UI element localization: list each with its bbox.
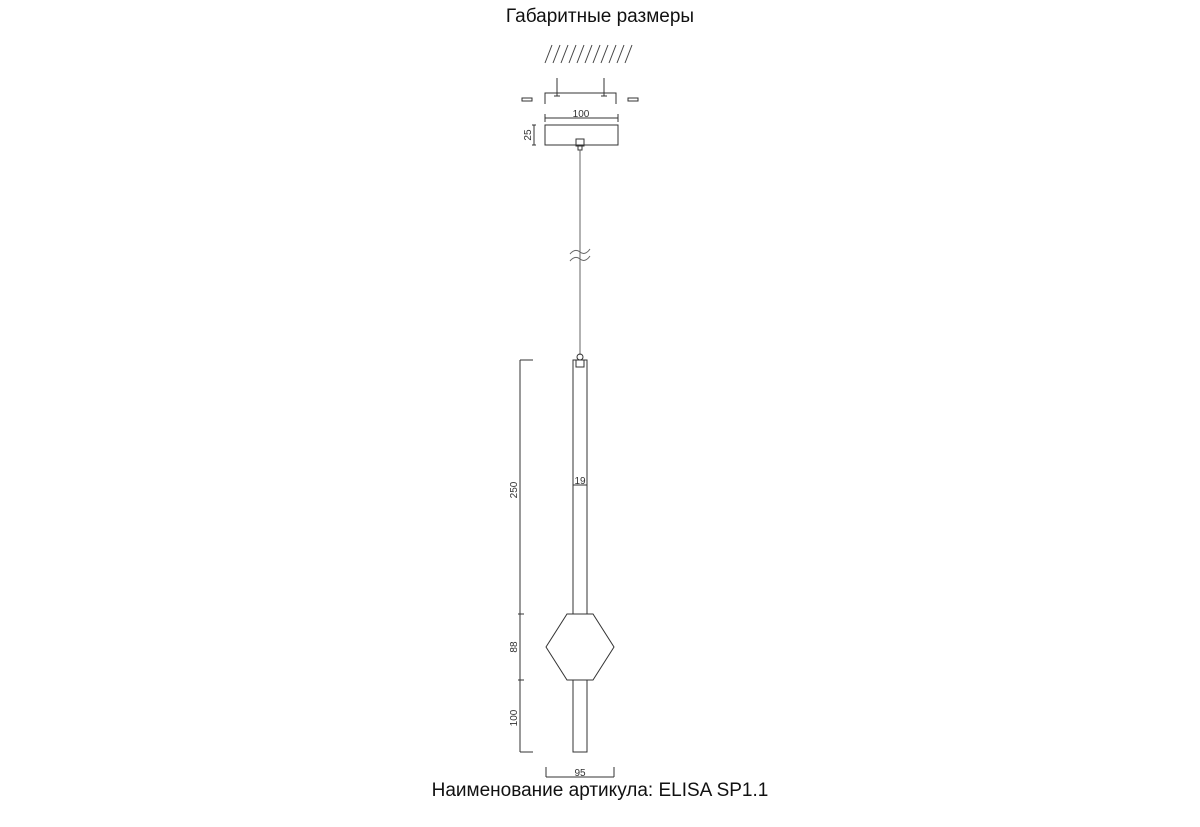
- hexagonal-shade: [545, 613, 615, 681]
- ceiling-hatch: [544, 44, 633, 64]
- canopy-height-label: 25: [523, 129, 534, 141]
- lower-rod: [572, 679, 588, 753]
- canopy-width-label: 100: [573, 109, 590, 120]
- upper-rod-length-label: 250: [509, 481, 520, 498]
- drawing-title: Габаритные размеры: [505, 6, 695, 27]
- canopy: [532, 114, 619, 151]
- width-dimension-line: [545, 767, 615, 778]
- shade-width-label: 95: [574, 768, 586, 779]
- rod-diameter-label: 19: [574, 476, 586, 487]
- article-caption: Наименование артикула: ELISA SP1.1: [431, 780, 769, 801]
- shade-height-label: 88: [509, 641, 520, 653]
- lower-rod-length-label: 100: [509, 709, 520, 726]
- mounting-bracket: [521, 78, 639, 104]
- vertical-dimension-line: [518, 359, 533, 753]
- suspension-cable: [569, 150, 591, 355]
